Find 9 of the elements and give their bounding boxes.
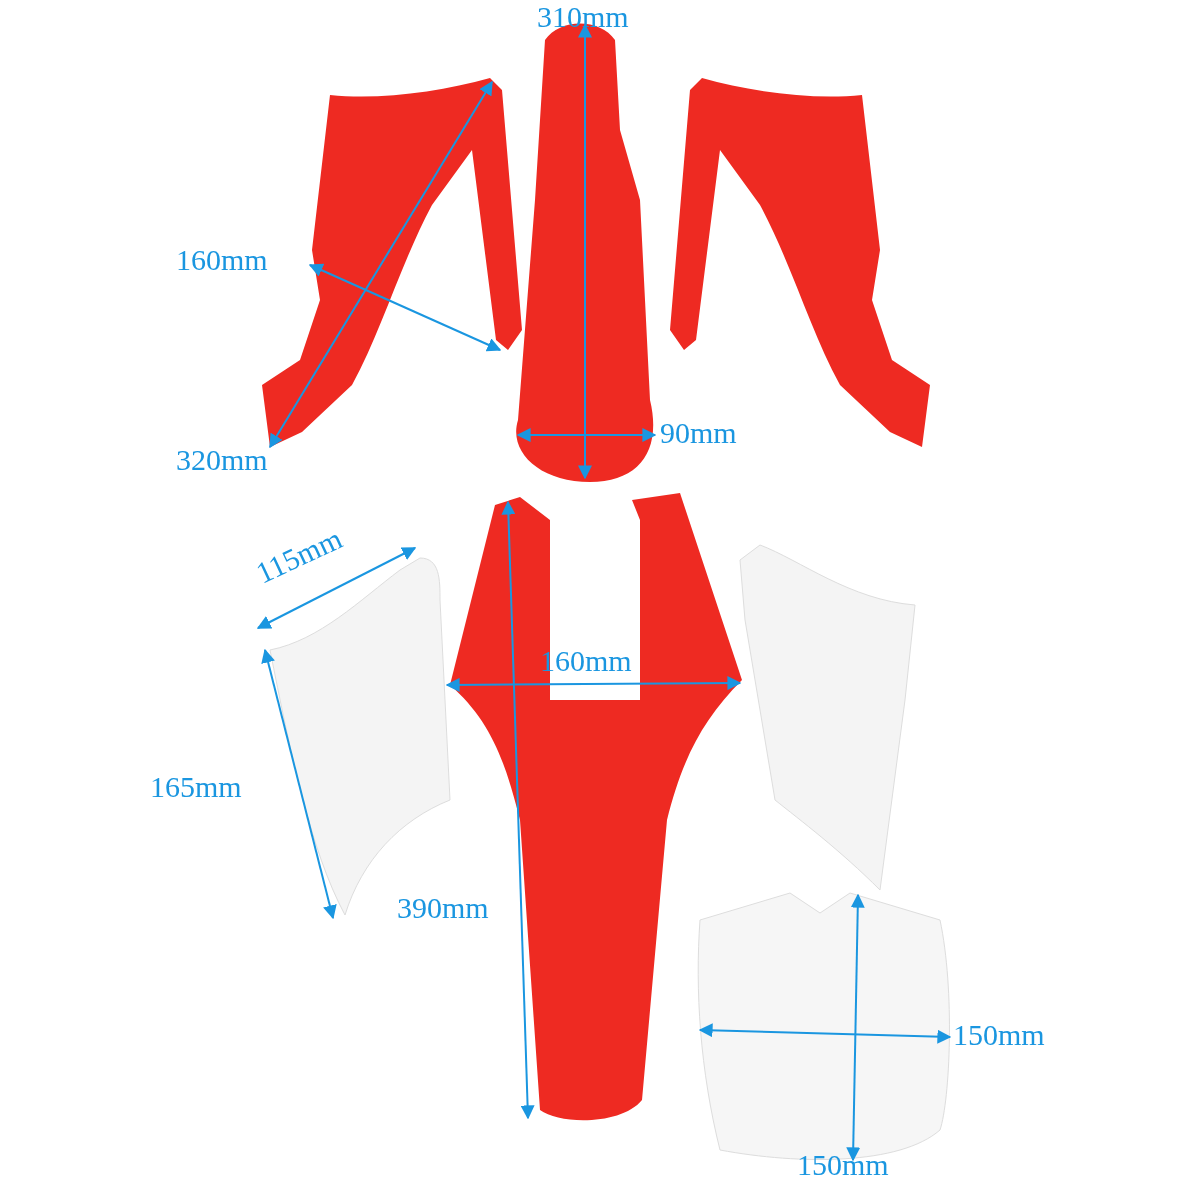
dimension-label: 165mm	[150, 772, 242, 802]
dimension-label: 150mm	[953, 1020, 1045, 1050]
dimension-label: 150mm	[797, 1150, 889, 1180]
dimension-label: 320mm	[176, 445, 268, 475]
dimension-label: 310mm	[537, 2, 629, 32]
dimension-label: 160mm	[176, 245, 268, 275]
dimension-label: 390mm	[397, 893, 489, 923]
dimension-label: 90mm	[660, 418, 737, 448]
dimension-label: 115mm	[251, 523, 347, 589]
